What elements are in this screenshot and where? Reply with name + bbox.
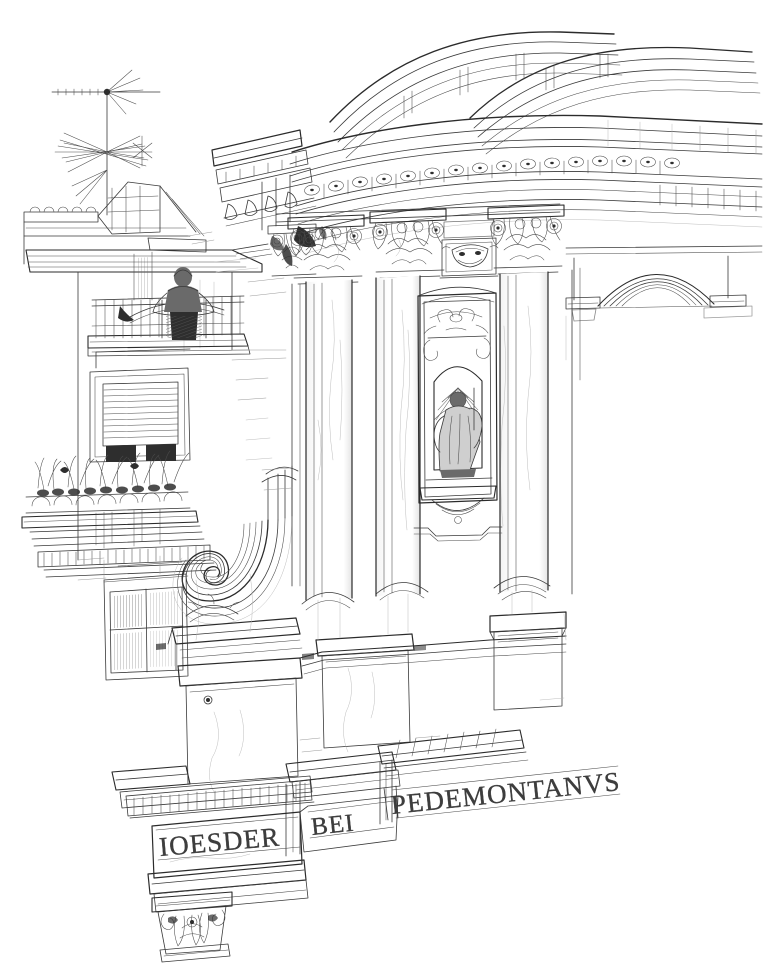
engaged-column-shafts bbox=[291, 267, 581, 601]
rolling-shutter-window bbox=[89, 348, 191, 463]
modillion-bracket-course bbox=[211, 129, 317, 251]
saint-statue-in-shell-niche bbox=[404, 286, 506, 542]
corinthian-capital-3 bbox=[369, 208, 447, 279]
statue-figure bbox=[433, 387, 483, 478]
construction-lines bbox=[77, 119, 757, 753]
egg-and-dart-frieze bbox=[291, 146, 763, 207]
ink-accents bbox=[60, 226, 426, 660]
large-spiral-volute-scroll bbox=[172, 465, 299, 625]
curved-swept-cornice bbox=[289, 31, 763, 255]
modillion-bracket bbox=[224, 191, 298, 220]
unfinished-arch-outline bbox=[565, 245, 763, 361]
corinthian-pilaster-capital bbox=[151, 891, 233, 963]
stepped-entablature bbox=[111, 576, 567, 857]
inscription-middle: BEI bbox=[310, 810, 356, 841]
smiling-mascaron-keystone bbox=[439, 219, 499, 279]
base-blocks bbox=[147, 853, 309, 963]
dentil-course bbox=[37, 544, 211, 568]
balcony-with-figure bbox=[87, 251, 251, 357]
rooftop-television-antenna bbox=[51, 69, 161, 216]
dentil-band-lower bbox=[125, 779, 313, 817]
corinthian-capital-1 bbox=[267, 223, 317, 277]
left-building-mass bbox=[23, 235, 273, 561]
